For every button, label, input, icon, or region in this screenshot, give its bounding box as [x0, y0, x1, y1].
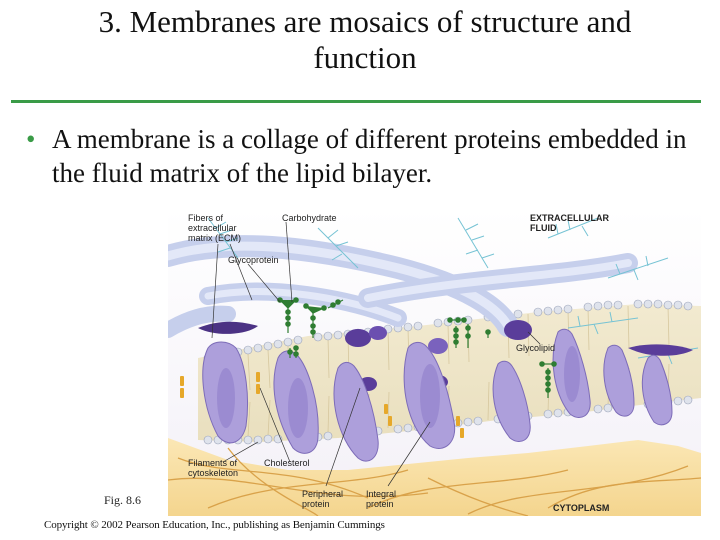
label-glycoprotein: Glycoprotein	[228, 255, 279, 265]
label-peripheral-line2: protein	[302, 499, 330, 509]
label-peripheral-line1: Peripheral	[302, 489, 343, 499]
label-cytoplasm: CYTOPLASM	[553, 503, 609, 513]
title-line-2: function	[313, 40, 417, 75]
figure-number: Fig. 8.6	[104, 493, 142, 507]
label-ecm-line1: Fibers of	[188, 213, 224, 223]
cytoskeleton-filaments	[168, 447, 701, 516]
membrane-illustration: Fibers of extracellular matrix (ECM) Car…	[168, 208, 701, 516]
copyright-notice: Copyright © 2002 Pearson Education, Inc.…	[44, 519, 385, 531]
label-cholesterol: Cholesterol	[264, 458, 310, 468]
title-divider	[11, 100, 701, 103]
label-filaments-line1: Filaments of	[188, 458, 238, 468]
slide-title: 3. Membranes are mosaics of structure an…	[20, 4, 710, 76]
label-leaders	[211, 221, 541, 487]
label-glycolipid: Glycolipid	[516, 343, 555, 353]
membrane-diagram: Fibers of extracellular matrix (ECM) Car…	[168, 208, 701, 516]
title-line-1: 3. Membranes are mosaics of structure an…	[98, 4, 632, 39]
lipid-heads-outer	[203, 299, 693, 363]
label-extracellular-line2: FLUID	[530, 223, 557, 233]
label-integral-line1: Integral	[366, 489, 396, 499]
label-filaments-line2: cytoskeleton	[188, 468, 238, 478]
label-extracellular-line1: EXTRACELLULAR	[530, 213, 609, 223]
bullet-text: A membrane is a collage of different pro…	[52, 124, 687, 188]
cytoplasm-area	[168, 438, 701, 516]
label-ecm-line2: extracellular	[188, 223, 237, 233]
label-ecm-line3: matrix (ECM)	[188, 233, 241, 243]
bullet-dot: •	[26, 124, 36, 154]
integral-protein-shading	[217, 346, 580, 438]
label-integral-line2: protein	[366, 499, 394, 509]
label-carbohydrate: Carbohydrate	[282, 213, 337, 223]
ecm-fibers	[168, 235, 638, 338]
carbohydrate-chains	[277, 297, 557, 398]
cholesterol-molecules	[180, 372, 464, 438]
